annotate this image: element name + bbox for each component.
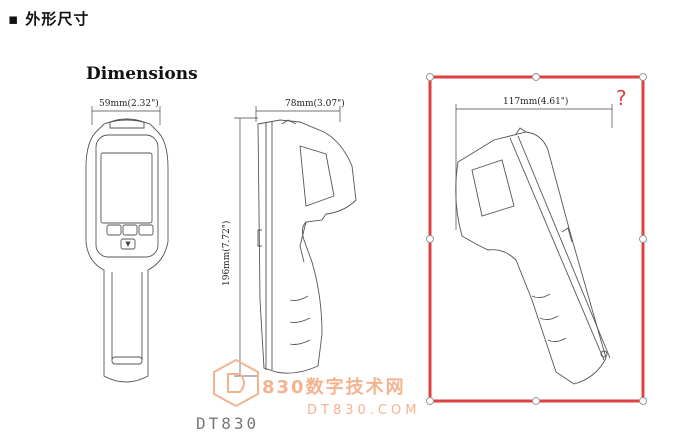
front-view-device [85, 118, 169, 383]
rotated-width-dimension-line [455, 104, 613, 230]
front-width-dimension-line [91, 106, 161, 125]
watermark-text: 830数字技术网 [262, 377, 406, 398]
dimensions-heading: Dimensions [86, 64, 198, 84]
watermark-logo-icon [213, 358, 259, 408]
watermark-brand: DT830 [196, 414, 260, 433]
front-width-label: 59mm(2.32") [99, 99, 159, 109]
section-title-text: 外形尺寸 [25, 10, 90, 28]
resize-handle-top[interactable] [532, 73, 540, 81]
resize-handle-top-right[interactable] [639, 73, 647, 81]
watermark-url: DT830.COM [307, 403, 421, 418]
resize-handle-right[interactable] [639, 235, 647, 243]
height-label: 196mm(7.72") [222, 220, 232, 286]
side-width-label: 78mm(3.07") [285, 99, 345, 109]
resize-handle-bottom-right[interactable] [639, 397, 647, 405]
resize-handle-bottom-left[interactable] [426, 397, 434, 405]
resize-handle-bottom[interactable] [532, 397, 540, 405]
rotated-width-label: 117mm(4.61") [503, 97, 569, 107]
side-dimension-lines [234, 106, 341, 377]
selection-box[interactable] [426, 73, 647, 405]
rotated-view-device [455, 127, 611, 385]
question-mark-icon[interactable]: ? [616, 86, 627, 110]
bullet-icon: ▪ [8, 10, 20, 28]
side-view-device [257, 119, 357, 374]
resize-handle-top-left[interactable] [426, 73, 434, 81]
section-title: ▪ 外形尺寸 [8, 8, 89, 29]
resize-handle-left[interactable] [426, 235, 434, 243]
